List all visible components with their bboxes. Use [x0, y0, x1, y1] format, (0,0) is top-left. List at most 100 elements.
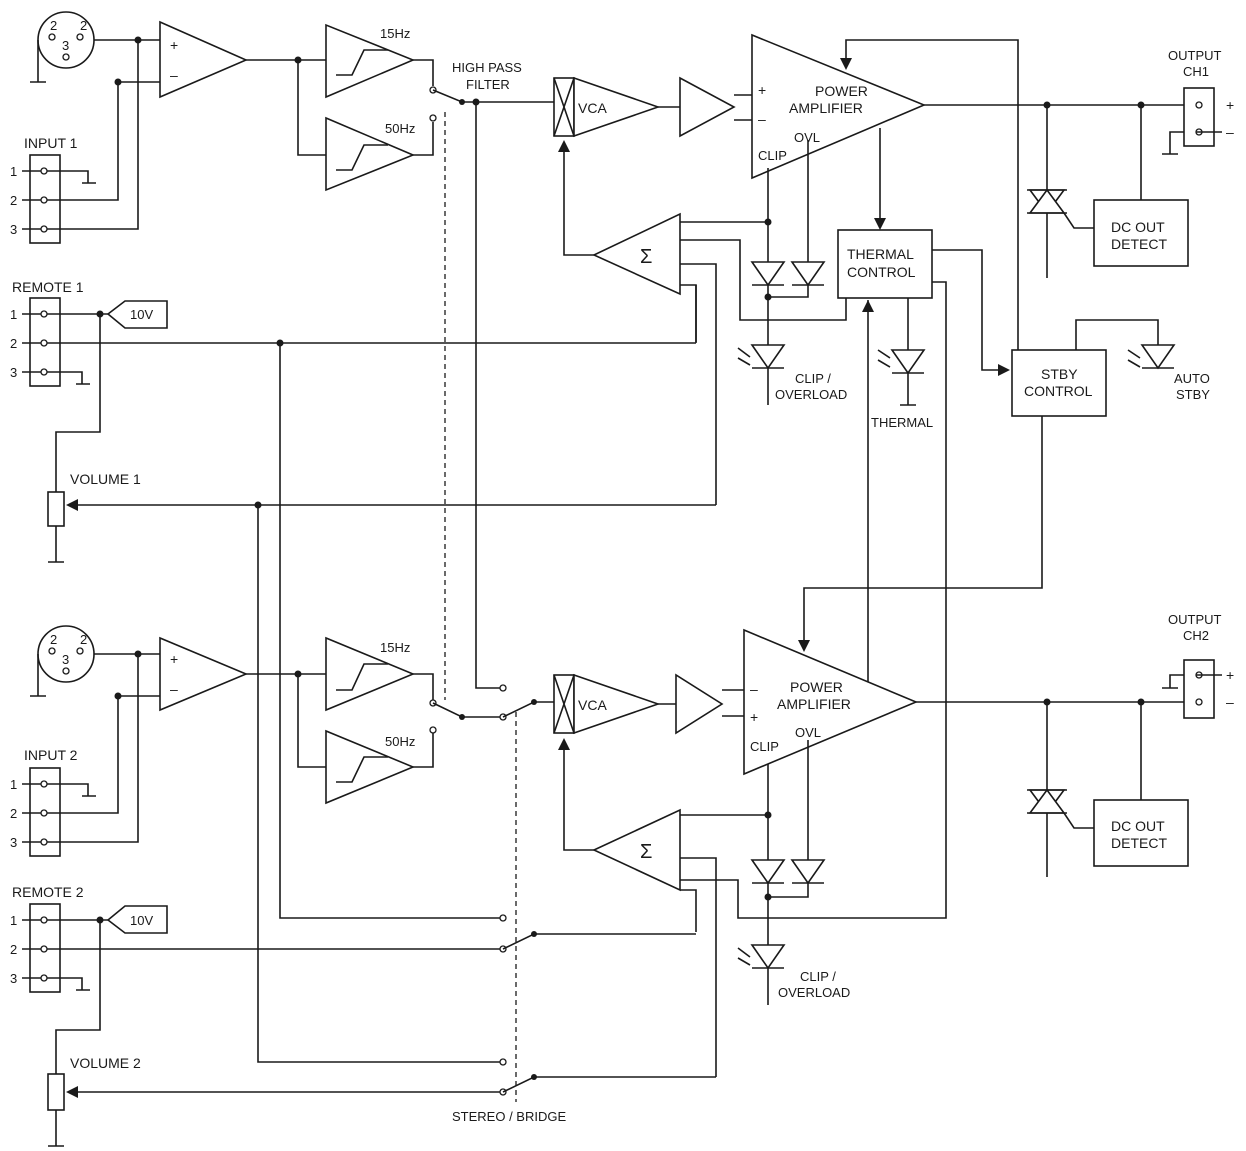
- plus-sign: +: [170, 37, 178, 53]
- remote-label: REMOTE 2: [12, 884, 84, 900]
- ch1-remote-terminal: REMOTE 1 1 2 3 10V: [10, 279, 696, 492]
- ch1-dc-protection: DC OUT DETECT: [1027, 105, 1189, 278]
- pin-number: 1: [10, 913, 17, 928]
- filter-15hz-label: 15Hz: [380, 26, 410, 41]
- amp-title: AMPLIFIER: [789, 100, 863, 116]
- ch2-filter-15hz: 15Hz: [325, 636, 434, 712]
- clip-label: CLIP: [758, 148, 787, 163]
- ch2-filter-50hz: 50Hz: [325, 729, 434, 805]
- ch1-vca: VCA: [553, 76, 752, 138]
- filter-15hz-label: 15Hz: [380, 640, 410, 655]
- pin-number: 3: [10, 222, 17, 237]
- dc-detect-label: DC OUT: [1111, 219, 1165, 235]
- amp-title: POWER: [815, 83, 868, 99]
- sigma-symbol: Σ: [640, 841, 652, 863]
- vca-label: VCA: [578, 697, 607, 713]
- minus-sign: –: [750, 681, 758, 697]
- ch2-xlr-pin-label: 2: [50, 632, 57, 647]
- ch1-xlr-pin-label: 3: [62, 38, 69, 53]
- clip-led-label: CLIP /: [795, 371, 831, 386]
- ref-voltage-label: 10V: [130, 913, 153, 928]
- pin-number: 3: [10, 971, 17, 986]
- ch2-volume-pot[interactable]: VOLUME 2: [47, 1055, 500, 1147]
- ch2-input-terminal: INPUT 2 1 2 3: [10, 654, 139, 857]
- plus-sign: +: [750, 709, 758, 725]
- ch1-xlr-connector: 2 2 3: [30, 11, 95, 83]
- minus-sign: –: [170, 681, 178, 697]
- plus-sign: +: [758, 82, 766, 98]
- ch2-input-opamp: + –: [94, 636, 326, 768]
- dc-detect-label: DETECT: [1111, 236, 1167, 252]
- volume-label: VOLUME 2: [70, 1055, 141, 1071]
- stereo-bridge-label: STEREO / BRIDGE: [452, 1109, 566, 1124]
- stby-title: CONTROL: [1024, 383, 1093, 399]
- ch1-volume-pot[interactable]: VOLUME 1: [47, 343, 716, 1066]
- output-title: OUTPUT: [1168, 612, 1222, 627]
- ch2-xlr-connector: 2 2 3: [30, 625, 95, 697]
- ch2-remote-terminal: REMOTE 2 1 2 3 10V: [10, 884, 500, 1074]
- pin-number: 1: [10, 307, 17, 322]
- ch1-input-terminal: INPUT 1 1 2 3: [10, 40, 139, 244]
- sigma-symbol: Σ: [640, 246, 652, 268]
- plus-sign: +: [1226, 667, 1234, 683]
- clip-label: CLIP: [750, 739, 779, 754]
- volume-label: VOLUME 1: [70, 471, 141, 487]
- ch2-output-terminal: OUTPUT CH2 + –: [1162, 612, 1234, 719]
- ch2-hpf-switch[interactable]: [429, 699, 556, 734]
- ch1-clip-ovl-led: CLIP / OVERLOAD: [737, 140, 847, 405]
- ch1-filter-15hz: 15Hz: [325, 23, 434, 99]
- minus-sign: –: [758, 111, 766, 127]
- minus-sign: –: [1226, 124, 1234, 140]
- auto-stby-label: STBY: [1176, 387, 1210, 402]
- thermal-title: THERMAL: [847, 246, 914, 262]
- thermal-control: THERMAL CONTROL THERMAL: [680, 229, 1010, 919]
- hpf-title: HIGH PASS: [452, 60, 522, 75]
- vca-label: VCA: [578, 100, 607, 116]
- dc-detect-label: DETECT: [1111, 835, 1167, 851]
- ch1-input-label: INPUT 1: [24, 135, 78, 151]
- ch1-sigma-limiter: Σ: [558, 140, 847, 505]
- thermal-led-label: THERMAL: [871, 415, 933, 430]
- hpf-title: FILTER: [466, 77, 510, 92]
- ch2-xlr-pin-label: 2: [80, 632, 87, 647]
- auto-stby-label: AUTO: [1174, 371, 1210, 386]
- ch1-filter-50hz: 50Hz: [325, 116, 434, 192]
- pin-number: 1: [10, 777, 17, 792]
- stereo-bridge-switch[interactable]: STEREO / BRIDGE: [444, 112, 716, 1124]
- clip-led-label: CLIP /: [800, 969, 836, 984]
- ch1-xlr-pin-label: 2: [50, 18, 57, 33]
- thermal-title: CONTROL: [847, 264, 916, 280]
- minus-sign: –: [1226, 694, 1234, 710]
- plus-sign: +: [170, 651, 178, 667]
- stby-control: STBY CONTROL AUTO STBY: [798, 319, 1210, 652]
- ovl-label: OVL: [794, 130, 820, 145]
- output-title: OUTPUT: [1168, 48, 1222, 63]
- ref-voltage-label: 10V: [130, 307, 153, 322]
- amp-title: AMPLIFIER: [777, 696, 851, 712]
- dc-detect-label: DC OUT: [1111, 818, 1165, 834]
- clip-led-label: OVERLOAD: [775, 387, 847, 402]
- pin-number: 2: [10, 806, 17, 821]
- ch2-vca: VCA: [553, 673, 744, 735]
- pin-number: 2: [10, 336, 17, 351]
- output-title: CH1: [1183, 64, 1209, 79]
- filter-50hz-label: 50Hz: [385, 734, 415, 749]
- ch1-output-terminal: OUTPUT CH1 + –: [1162, 48, 1234, 155]
- clip-led-label: OVERLOAD: [778, 985, 850, 1000]
- amp-title: POWER: [790, 679, 843, 695]
- ch2-power-amplifier: – + POWER AMPLIFIER OVL CLIP: [743, 628, 1196, 776]
- ch1-xlr-pin-label: 2: [80, 18, 87, 33]
- ch2-clip-ovl-led: CLIP / OVERLOAD: [737, 740, 850, 1005]
- pin-number: 2: [10, 942, 17, 957]
- ch1-power-amplifier: + – POWER AMPLIFIER OVL CLIP: [751, 33, 1196, 180]
- ch1-hpf-switch[interactable]: HIGH PASS FILTER: [429, 60, 556, 692]
- plus-sign: +: [1226, 97, 1234, 113]
- pin-number: 3: [10, 365, 17, 380]
- output-title: CH2: [1183, 628, 1209, 643]
- ch2-dc-protection: DC OUT DETECT: [1027, 702, 1189, 877]
- ch2-sigma-limiter: Σ: [558, 738, 768, 1077]
- pin-number: 3: [10, 835, 17, 850]
- stby-title: STBY: [1041, 366, 1078, 382]
- ovl-label: OVL: [795, 725, 821, 740]
